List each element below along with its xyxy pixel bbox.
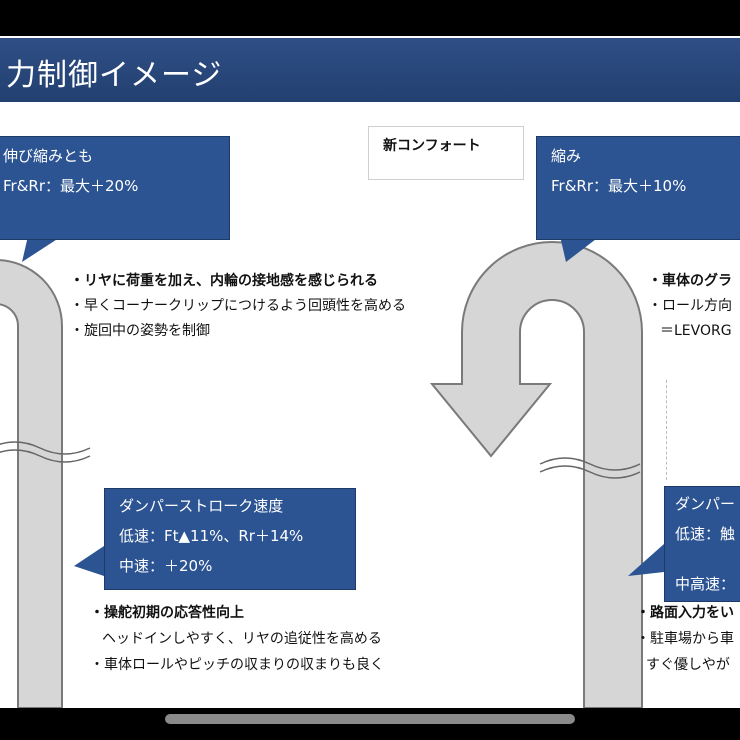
right-bottom-callout-line3: 中高速： (675, 575, 736, 593)
left-bullet-2: ・早くコーナークリップにつけるよう回頭性を高める (70, 298, 406, 314)
left-bottom-callout-line2: 低速：Ft▲11%、Rr＋14% (119, 527, 304, 545)
new-comfort-label: 新コンフォート (383, 138, 481, 154)
right-top-callout: 縮み Fr&Rr：最大＋10% (536, 136, 740, 240)
right-bottom-callout-line1: ダンパー (675, 495, 736, 513)
right-bottom-callout-tail (628, 544, 664, 576)
left-bullet-1: ・リヤに荷重を加え、内輪の接地感を感じられる (70, 273, 378, 289)
left-bottom-bullet-3: ・車体ロールやピッチの収まりの収まりも良く (90, 657, 384, 673)
left-bottom-callout-tail (74, 546, 104, 576)
slide-title: 力制御イメージ (6, 58, 223, 93)
left-break-line-1 (0, 441, 91, 455)
left-top-callout: 伸び縮みとも Fr&Rr：最大＋20% (0, 136, 230, 240)
left-bullet-3: ・旋回中の姿勢を制御 (70, 323, 210, 339)
left-bottom-callout-line1: ダンパーストローク速度 (119, 497, 284, 515)
right-bottom-bullet-1: ・路面入力をい (636, 605, 734, 621)
right-bottom-callout: ダンパー 低速：触 中高速： (664, 486, 740, 602)
left-bottom-callout: ダンパーストローク速度 低速：Ft▲11%、Rr＋14% 中速：＋20% (104, 488, 356, 590)
right-bottom-bullet-3: すぐ優しやが (646, 657, 730, 673)
right-bullet-2: ・ロール方向 (648, 298, 732, 314)
left-top-callout-line2: Fr&Rr：最大＋20% (3, 177, 139, 195)
right-bullet-3: ＝LEVORG (660, 323, 732, 339)
left-bottom-bullet-1: ・操舵初期の応答性向上 (90, 605, 244, 621)
home-indicator-bar[interactable] (165, 714, 575, 724)
right-top-callout-tail (560, 236, 600, 262)
left-break-line-2 (0, 449, 91, 463)
right-dotted-line (666, 380, 667, 480)
arrow-diagram (0, 236, 664, 708)
title-bar: 力制御イメージ (0, 38, 740, 102)
new-comfort-box: 新コンフォート (368, 126, 524, 180)
right-bullet-1: ・車体のグラ (648, 273, 732, 289)
right-top-callout-line2: Fr&Rr：最大＋10% (551, 177, 687, 195)
right-break-line-2 (539, 465, 641, 479)
right-bottom-bullet-2: ・駐車場から車 (636, 631, 734, 647)
right-bottom-callout-line2: 低速：触 (675, 525, 736, 543)
left-top-callout-tail (22, 236, 62, 262)
right-arrow-shape (429, 241, 643, 708)
left-top-callout-line1: 伸び縮みとも (3, 147, 94, 165)
right-top-callout-line1: 縮み (551, 147, 582, 165)
presentation-slide: 力制御イメージ 伸び縮みとも Fr&Rr：最大＋20% 新コンフォート 縮み F… (0, 36, 740, 708)
left-bottom-callout-line3: 中速：＋20% (119, 557, 213, 575)
left-bottom-bullet-2: ヘッドインしやすく、リヤの追従性を高める (102, 631, 382, 647)
left-arrow-shape (0, 259, 63, 708)
right-break-line-1 (539, 457, 641, 471)
